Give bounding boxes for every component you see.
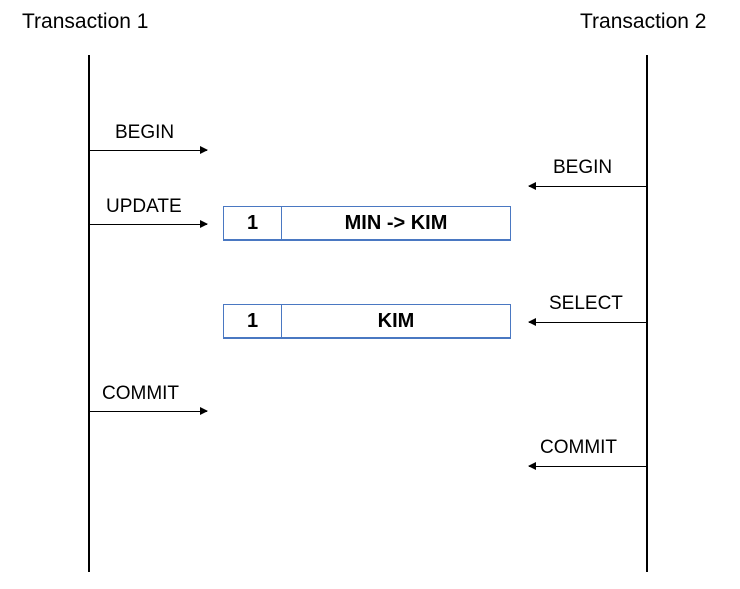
select-row-id: 1 <box>224 305 282 337</box>
t1-commit-label: COMMIT <box>102 383 180 404</box>
t2-select-label: SELECT <box>549 293 623 314</box>
t2-commit-arrow <box>528 462 646 470</box>
t1-update-label: UPDATE <box>106 196 182 217</box>
transaction-2-lifeline <box>646 55 648 572</box>
t1-update-arrow <box>89 220 208 228</box>
t1-begin-label: BEGIN <box>115 122 175 143</box>
select-row-value: KIM <box>377 309 415 332</box>
t2-begin-label: BEGIN <box>553 157 613 178</box>
update-row-id: 1 <box>224 207 282 239</box>
t2-commit-label: COMMIT <box>540 437 618 458</box>
transaction-1-title: Transaction 1 <box>22 10 149 33</box>
t2-begin-arrow <box>528 182 646 190</box>
select-row-box: 1 KIM <box>223 304 511 339</box>
update-row-box: 1 MIN -> KIM <box>223 206 511 241</box>
t1-commit-arrow <box>89 407 208 415</box>
transaction-2-title: Transaction 2 <box>580 10 707 33</box>
update-row-value: MIN -> KIM <box>344 211 448 234</box>
t2-select-arrow <box>528 318 646 326</box>
t1-begin-arrow <box>89 146 208 154</box>
transaction-1-lifeline <box>88 55 90 572</box>
